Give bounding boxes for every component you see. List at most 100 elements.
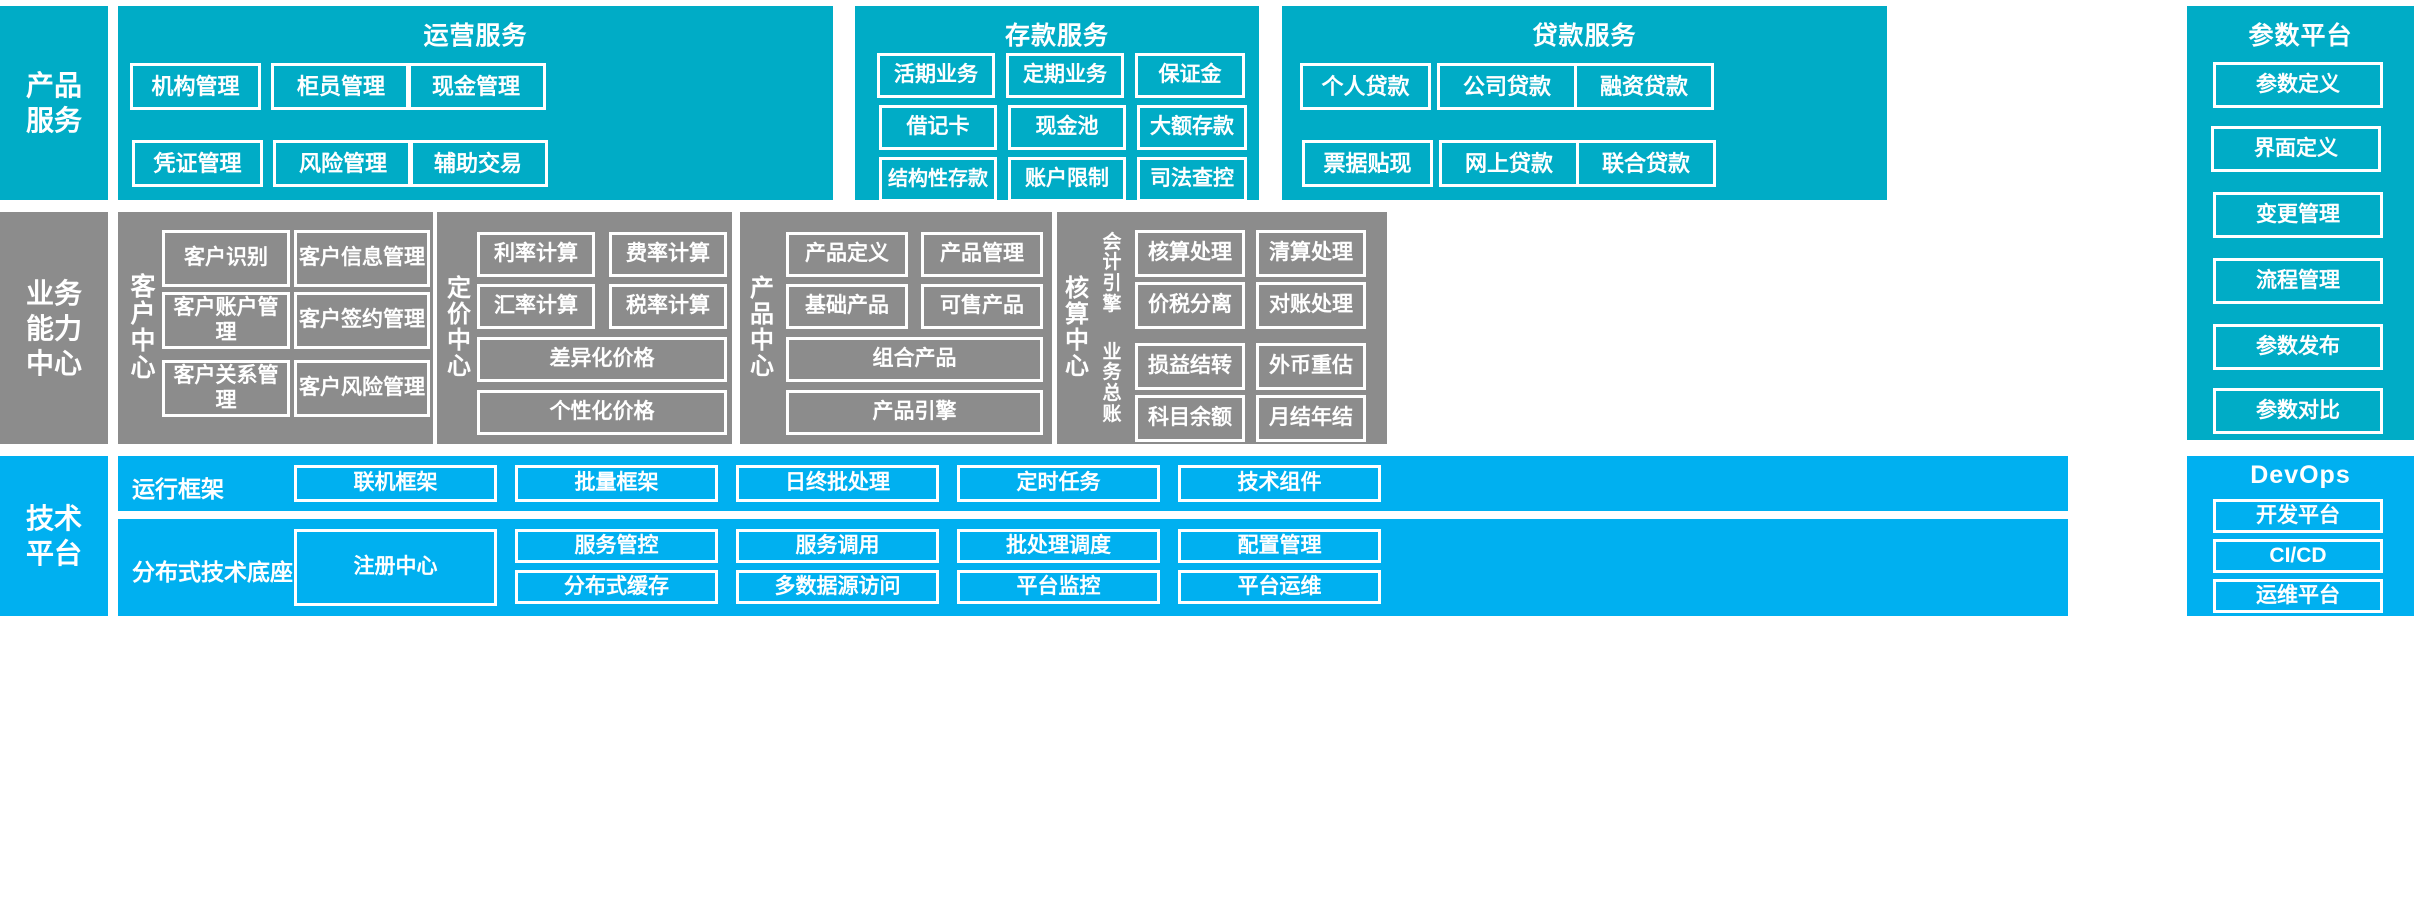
service-box[interactable]: 现金管理 xyxy=(406,63,546,110)
side-label-line: 服务 xyxy=(25,105,82,136)
tech-box[interactable]: 平台监控 xyxy=(957,570,1160,604)
service-box[interactable]: 凭证管理 xyxy=(132,140,263,187)
parameter-item[interactable]: 变更管理 xyxy=(2213,192,2383,238)
service-box[interactable]: 借记卡 xyxy=(879,105,997,150)
center-vertical-label: 客户中心 xyxy=(130,273,156,382)
capability-box[interactable]: 客户签约管理 xyxy=(294,292,430,349)
row-technology-platform-side-label: 技术 平台 xyxy=(0,456,108,616)
capability-box-wide[interactable]: 个性化价格 xyxy=(477,390,727,435)
capability-box[interactable]: 税率计算 xyxy=(609,284,727,329)
band-distributed-foundation: 分布式技术底座 注册中心 服务管控 分布式缓存 服务调用 多数据源访问 批处理调… xyxy=(118,519,2068,616)
center-vertical-label: 核算中心 xyxy=(1065,275,1089,380)
parameter-item[interactable]: 参数定义 xyxy=(2213,62,2383,108)
tech-box[interactable]: 配置管理 xyxy=(1178,529,1381,563)
band-runtime-framework: 运行框架 联机框架 批量框架 日终批处理 定时任务 技术组件 xyxy=(118,456,2068,511)
service-box[interactable]: 个人贷款 xyxy=(1300,63,1431,110)
service-box[interactable]: 定期业务 xyxy=(1006,53,1124,98)
capability-box[interactable]: 客户风险管理 xyxy=(294,360,430,417)
side-label-line: 中心 xyxy=(25,347,82,379)
tech-box[interactable]: 日终批处理 xyxy=(736,465,939,502)
service-box[interactable]: 活期业务 xyxy=(877,53,995,98)
capability-box[interactable]: 基础产品 xyxy=(786,284,908,329)
tech-box[interactable]: 批量框架 xyxy=(515,465,718,502)
center-product: 产品中心 产品定义 产品管理 基础产品 可售产品 组合产品 产品引擎 xyxy=(740,212,1052,444)
capability-box[interactable]: 客户识别 xyxy=(162,230,290,287)
parameter-item[interactable]: 流程管理 xyxy=(2213,258,2383,304)
center-customer: 客户中心 客户识别 客户信息管理 客户账户管理 客户签约管理 客户关系管理 客户… xyxy=(118,212,433,444)
capability-box-wide[interactable]: 组合产品 xyxy=(786,337,1043,382)
tech-box[interactable]: 批处理调度 xyxy=(957,529,1160,563)
service-box[interactable]: 辅助交易 xyxy=(408,140,548,187)
service-box[interactable]: 司法查控 xyxy=(1137,157,1247,202)
capability-box[interactable]: 利率计算 xyxy=(477,232,595,277)
parameter-item[interactable]: 界面定义 xyxy=(2211,126,2381,172)
service-box[interactable]: 网上贷款 xyxy=(1439,140,1579,187)
capability-box[interactable]: 对账处理 xyxy=(1256,282,1366,329)
capability-box[interactable]: 费率计算 xyxy=(609,232,727,277)
subgroup-vertical-label-business-ledger: 业务总账 xyxy=(1102,341,1122,425)
capability-box[interactable]: 产品管理 xyxy=(921,232,1043,277)
center-pricing: 定价中心 利率计算 费率计算 汇率计算 税率计算 差异化价格 个性化价格 xyxy=(437,212,732,444)
capability-box[interactable]: 客户信息管理 xyxy=(294,230,430,287)
capability-box[interactable]: 产品定义 xyxy=(786,232,908,277)
capability-box[interactable]: 核算处理 xyxy=(1135,230,1245,277)
tech-box-registry[interactable]: 注册中心 xyxy=(294,529,497,606)
service-box[interactable]: 结构性存款 xyxy=(879,157,997,202)
devops-item[interactable]: 运维平台 xyxy=(2213,579,2383,613)
parameter-item[interactable]: 参数对比 xyxy=(2213,388,2383,434)
capability-box[interactable]: 客户关系管理 xyxy=(162,360,290,417)
row-product-services-side-label: 产品 服务 xyxy=(0,6,108,200)
capability-box[interactable]: 汇率计算 xyxy=(477,284,595,329)
capability-box[interactable]: 可售产品 xyxy=(921,284,1043,329)
group-title: 存款服务 xyxy=(1004,22,1109,50)
group-loan-services: 贷款服务 个人贷款 公司贷款 融资贷款 票据贴现 网上贷款 联合贷款 xyxy=(1282,6,1887,200)
center-vertical-label: 产品中心 xyxy=(750,275,774,380)
capability-box-wide[interactable]: 产品引擎 xyxy=(786,390,1043,435)
service-box[interactable]: 机构管理 xyxy=(130,63,261,110)
service-box[interactable]: 现金池 xyxy=(1008,105,1126,150)
devops-item[interactable]: 开发平台 xyxy=(2213,499,2383,533)
tech-box[interactable]: 平台运维 xyxy=(1178,570,1381,604)
capability-box[interactable]: 月结年结 xyxy=(1256,395,1366,442)
band-label: 运行框架 xyxy=(132,476,224,502)
service-box[interactable]: 大额存款 xyxy=(1137,105,1247,150)
service-box[interactable]: 保证金 xyxy=(1135,53,1245,98)
capability-box[interactable]: 科目余额 xyxy=(1135,395,1245,442)
service-box[interactable]: 柜员管理 xyxy=(271,63,411,110)
side-label-line: 能力 xyxy=(25,312,82,344)
service-box[interactable]: 风险管理 xyxy=(273,140,413,187)
side-label-line: 平台 xyxy=(25,538,82,569)
capability-box[interactable]: 客户账户管理 xyxy=(162,292,290,349)
tech-box[interactable]: 联机框架 xyxy=(294,465,497,502)
service-box[interactable]: 融资贷款 xyxy=(1574,63,1714,110)
row-business-capability-side-label: 业务 能力 中心 xyxy=(0,212,108,444)
tech-box[interactable]: 服务管控 xyxy=(515,529,718,563)
group-title: 贷款服务 xyxy=(1532,22,1637,50)
tech-box[interactable]: 定时任务 xyxy=(957,465,1160,502)
side-label-line: 技术 xyxy=(25,503,82,534)
devops-item[interactable]: CI/CD xyxy=(2213,539,2383,573)
side-label-line: 业务 xyxy=(25,277,82,309)
parameter-item[interactable]: 参数发布 xyxy=(2213,324,2383,370)
parameter-platform-title: 参数平台 xyxy=(2248,22,2353,50)
capability-box[interactable]: 清算处理 xyxy=(1256,230,1366,277)
center-accounting: 核算中心 会计引擎 业务总账 核算处理 清算处理 价税分离 对账处理 损益结转 … xyxy=(1057,212,1387,444)
tech-box[interactable]: 服务调用 xyxy=(736,529,939,563)
tech-box[interactable]: 多数据源访问 xyxy=(736,570,939,604)
capability-box-wide[interactable]: 差异化价格 xyxy=(477,337,727,382)
capability-box[interactable]: 价税分离 xyxy=(1135,282,1245,329)
service-box[interactable]: 公司贷款 xyxy=(1437,63,1577,110)
group-operation-services: 运营服务 机构管理 柜员管理 现金管理 凭证管理 风险管理 辅助交易 xyxy=(118,6,833,200)
service-box[interactable]: 联合贷款 xyxy=(1576,140,1716,187)
service-box[interactable]: 账户限制 xyxy=(1008,157,1126,202)
group-title: 运营服务 xyxy=(423,22,528,50)
group-deposit-services: 存款服务 活期业务 定期业务 保证金 借记卡 现金池 大额存款 结构性存款 账户… xyxy=(855,6,1259,202)
tech-box[interactable]: 技术组件 xyxy=(1178,465,1381,502)
service-box[interactable]: 票据贴现 xyxy=(1302,140,1433,187)
tech-box[interactable]: 分布式缓存 xyxy=(515,570,718,604)
capability-box[interactable]: 外币重估 xyxy=(1256,343,1366,390)
parameter-platform-panel: 参数平台 参数定义 界面定义 变更管理 流程管理 参数发布 参数对比 xyxy=(2187,6,2414,440)
capability-box[interactable]: 损益结转 xyxy=(1135,343,1245,390)
side-label-line: 产品 xyxy=(25,70,82,101)
